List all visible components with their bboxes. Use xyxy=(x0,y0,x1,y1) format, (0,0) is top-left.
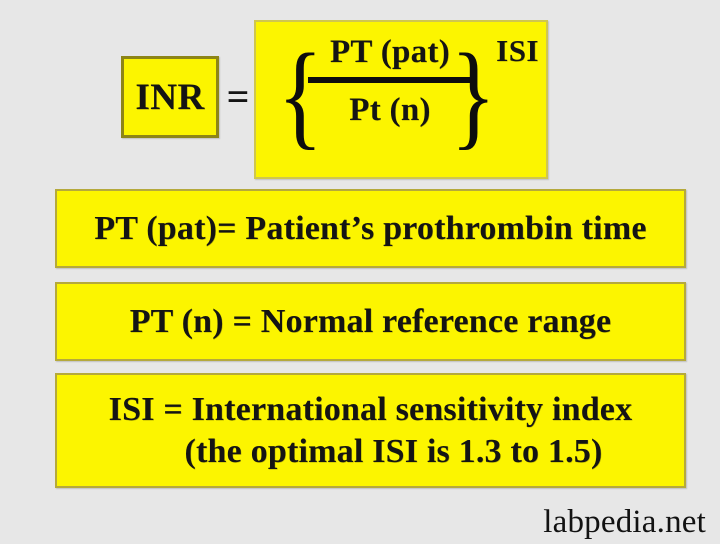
definition-row-isi: ISI = International sensitivity index (t… xyxy=(55,373,686,488)
inr-label: INR xyxy=(135,76,205,118)
fraction-bar-icon xyxy=(308,76,472,83)
fraction: PT (pat) Pt (n) xyxy=(304,34,476,130)
definition-text-block: ISI = International sensitivity index (t… xyxy=(57,389,684,472)
brace-close-icon: } xyxy=(451,29,497,160)
definition-row-pt-n: PT (n) = Normal reference range xyxy=(55,282,686,361)
fraction-numerator: PT (pat) xyxy=(329,34,451,70)
definition-text: PT (pat)= Patient’s prothrombin time xyxy=(94,209,647,247)
brace-open-icon: { xyxy=(277,29,323,160)
definition-text-line1: ISI = International sensitivity index xyxy=(108,391,633,429)
isi-exponent: ISI xyxy=(496,33,539,68)
definition-text-line2: (the optimal ISI is 1.3 to 1.5) xyxy=(184,432,603,470)
watermark: labpedia.net xyxy=(543,503,706,540)
definition-text: PT (n) = Normal reference range xyxy=(129,302,612,340)
inr-result-box: INR xyxy=(121,56,219,138)
definition-row-pt-pat: PT (pat)= Patient’s prothrombin time xyxy=(55,189,686,268)
fraction-denominator: Pt (n) xyxy=(349,91,431,128)
equals-sign: = xyxy=(226,74,250,119)
formula-box: { PT (pat) Pt (n) } ISI xyxy=(254,20,548,179)
